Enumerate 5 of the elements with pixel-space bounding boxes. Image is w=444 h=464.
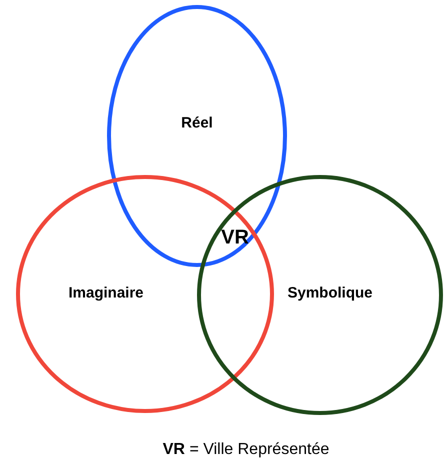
circle-label: Imaginaire [68,284,144,302]
intersection-label: VR [221,226,249,250]
legend-note: VR = Ville Représentée [162,441,330,459]
circle-label: Réel [181,114,213,132]
circle-label: Symbolique [288,284,372,302]
